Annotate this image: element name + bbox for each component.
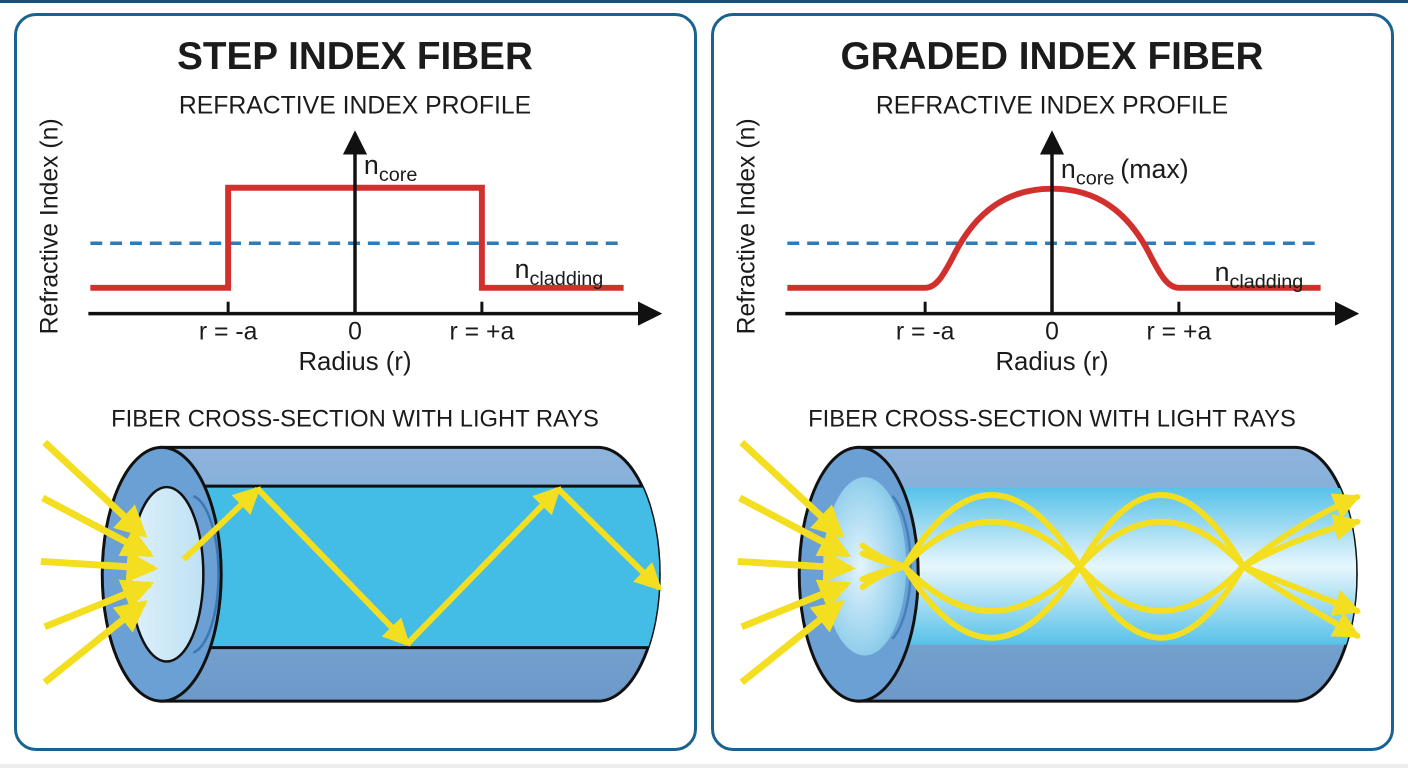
page-title: GRADED INDEX FIBER	[841, 35, 1264, 78]
x-tick-label-neg: r = -a	[896, 318, 955, 345]
fiber-core-band	[858, 488, 1357, 645]
x-axis-label: Radius (r)	[298, 348, 411, 376]
step-profile-chart: STEP INDEX FIBER REFRACTIVE INDEX PROFIL…	[37, 35, 663, 376]
x-tick-label-zero: 0	[348, 318, 362, 345]
y-axis-label: Refractive Index (n)	[37, 118, 64, 334]
graded-core-region	[858, 488, 1357, 645]
sinusoidal-guided-rays	[859, 492, 1362, 641]
cladding-index-label: ncladding	[1215, 257, 1304, 293]
cladding-index-label: ncladding	[515, 254, 604, 290]
bottom-border-strip	[0, 764, 1408, 768]
page-title: STEP INDEX FIBER	[177, 35, 533, 78]
zigzag-reflected-ray	[181, 486, 663, 647]
x-tick-label-pos: r = +a	[450, 318, 515, 345]
ray-segment-up-2	[405, 486, 562, 646]
ray-segment-up-1	[181, 486, 261, 562]
section-title: FIBER CROSS-SECTION WITH LIGHT RAYS	[111, 406, 599, 433]
core-index-label: ncore(max)	[1061, 154, 1189, 190]
core-end-face	[823, 477, 907, 656]
hidden-core-edge-arc	[192, 494, 220, 654]
x-tick-label-pos: r = +a	[1147, 318, 1212, 345]
step-fiber-cross-section: FIBER CROSS-SECTION WITH LIGHT RAYS	[41, 406, 663, 703]
ray-segment-exit	[556, 486, 663, 592]
core-end-face	[128, 485, 205, 663]
step-index-figure: STEP INDEX FIBER REFRACTIVE INDEX PROFIL…	[37, 35, 663, 703]
sine-ray-inner-down	[859, 518, 1362, 616]
graded-index-figure: GRADED INDEX FIBER REFRACTIVE INDEX PROF…	[734, 35, 1362, 703]
core-index-label: ncore	[364, 150, 417, 186]
top-border-strip	[0, 0, 1408, 3]
chart-title: REFRACTIVE INDEX PROFILE	[179, 92, 531, 119]
x-axis-label: Radius (r)	[995, 348, 1108, 376]
hidden-core-edge-arc	[891, 495, 912, 640]
x-tick-label-zero: 0	[1045, 318, 1059, 345]
panel-graded-index: GRADED INDEX FIBER REFRACTIVE INDEX PROF…	[711, 13, 1394, 751]
graded-profile-chart: GRADED INDEX FIBER REFRACTIVE INDEX PROF…	[734, 35, 1360, 376]
chart-title: REFRACTIVE INDEX PROFILE	[876, 92, 1228, 119]
graded-fiber-cross-section: FIBER CROSS-SECTION WITH LIGHT RAYS	[738, 406, 1362, 703]
y-axis-label: Refractive Index (n)	[734, 118, 761, 334]
ray-segment-down-1	[255, 486, 411, 647]
section-title: FIBER CROSS-SECTION WITH LIGHT RAYS	[808, 406, 1296, 433]
panel-step-index: STEP INDEX FIBER REFRACTIVE INDEX PROFIL…	[14, 13, 697, 751]
x-tick-label-neg: r = -a	[199, 318, 258, 345]
